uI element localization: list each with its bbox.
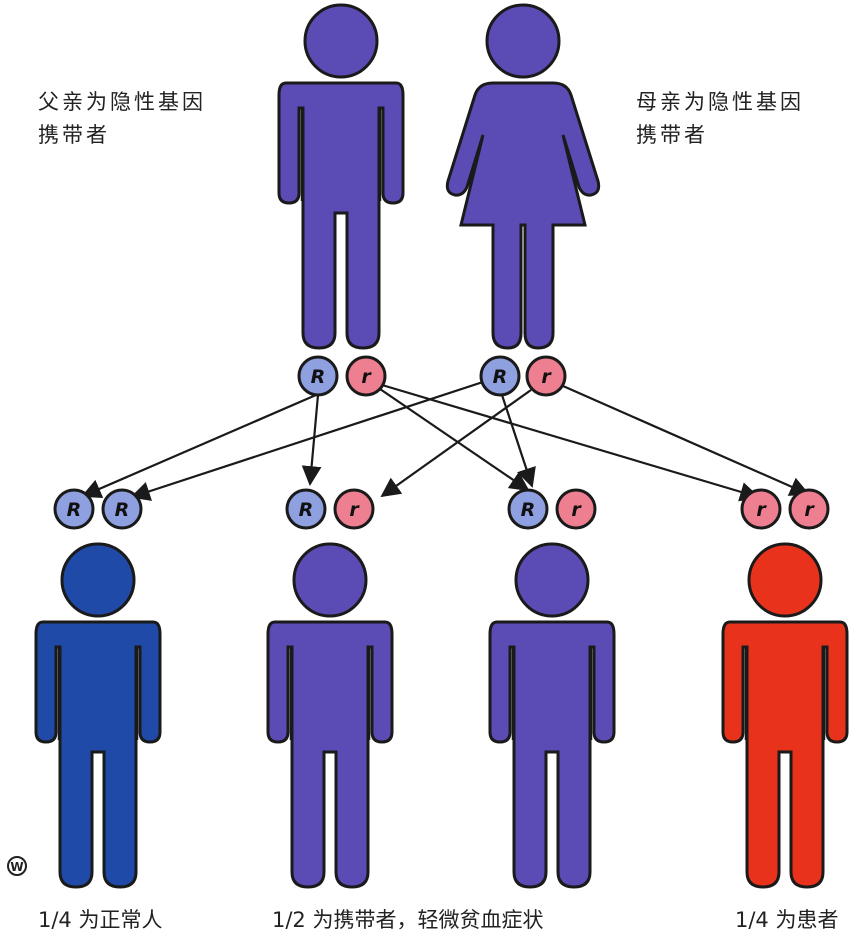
child1-allele-2: R: [101, 488, 143, 530]
arrow-father-R-child2: [301, 394, 322, 486]
father-figure: [277, 3, 405, 350]
mother-figure: [445, 3, 601, 350]
allele-letter: r: [349, 499, 360, 521]
child1-figure: [34, 542, 162, 889]
arrow-mother-R-child3: [500, 394, 536, 488]
allele-letter: r: [361, 366, 372, 388]
allele-letter: R: [493, 366, 508, 388]
mother-allele-1: R: [479, 355, 521, 397]
father-allele-1: R: [297, 355, 339, 397]
allele-letter: R: [521, 499, 536, 521]
arrow-mother-r-child2: [380, 389, 532, 498]
allele-letter: r: [571, 499, 582, 521]
arrow-father-r-child4: [381, 383, 760, 502]
child2-figure: [266, 542, 394, 889]
caption-carrier: 1/2 为携带者，轻微贫血症状: [272, 908, 544, 932]
child2-allele-1: R: [285, 488, 327, 530]
svg-text:W: W: [10, 860, 23, 874]
mother-label: 母亲为隐性基因 携带者: [636, 90, 804, 147]
caption-affected: 1/4 为患者: [735, 908, 839, 932]
allele-letter: R: [67, 499, 82, 521]
child3-allele-2: r: [555, 488, 597, 530]
arrow-mother-R-child1: [130, 380, 484, 501]
father-label: 父亲为隐性基因 携带者: [38, 90, 206, 147]
allele-letter: R: [115, 499, 130, 521]
arrow-mother-r-child4: [562, 384, 810, 496]
arrow-father-R-child1: [81, 393, 317, 498]
child1-allele-1: R: [53, 488, 95, 530]
child3-figure: [488, 542, 616, 889]
child4-allele-1: r: [740, 488, 782, 530]
caption-normal: 1/4 为正常人: [38, 908, 163, 932]
child4-figure: [721, 542, 849, 889]
allele-letter: R: [311, 366, 326, 388]
w-logo-icon: W: [7, 856, 27, 876]
mother-allele-2: r: [525, 355, 567, 397]
father-allele-2: r: [345, 355, 387, 397]
allele-letter: R: [299, 499, 314, 521]
child2-allele-2: r: [333, 488, 375, 530]
allele-letter: r: [804, 499, 815, 521]
inheritance-arrows: [81, 380, 810, 502]
arrow-father-r-child3: [379, 388, 530, 492]
figures-layer: [34, 3, 849, 889]
child4-allele-2: r: [788, 488, 830, 530]
allele-letter: r: [541, 366, 552, 388]
allele-letter: r: [756, 499, 767, 521]
child3-allele-1: R: [507, 488, 549, 530]
